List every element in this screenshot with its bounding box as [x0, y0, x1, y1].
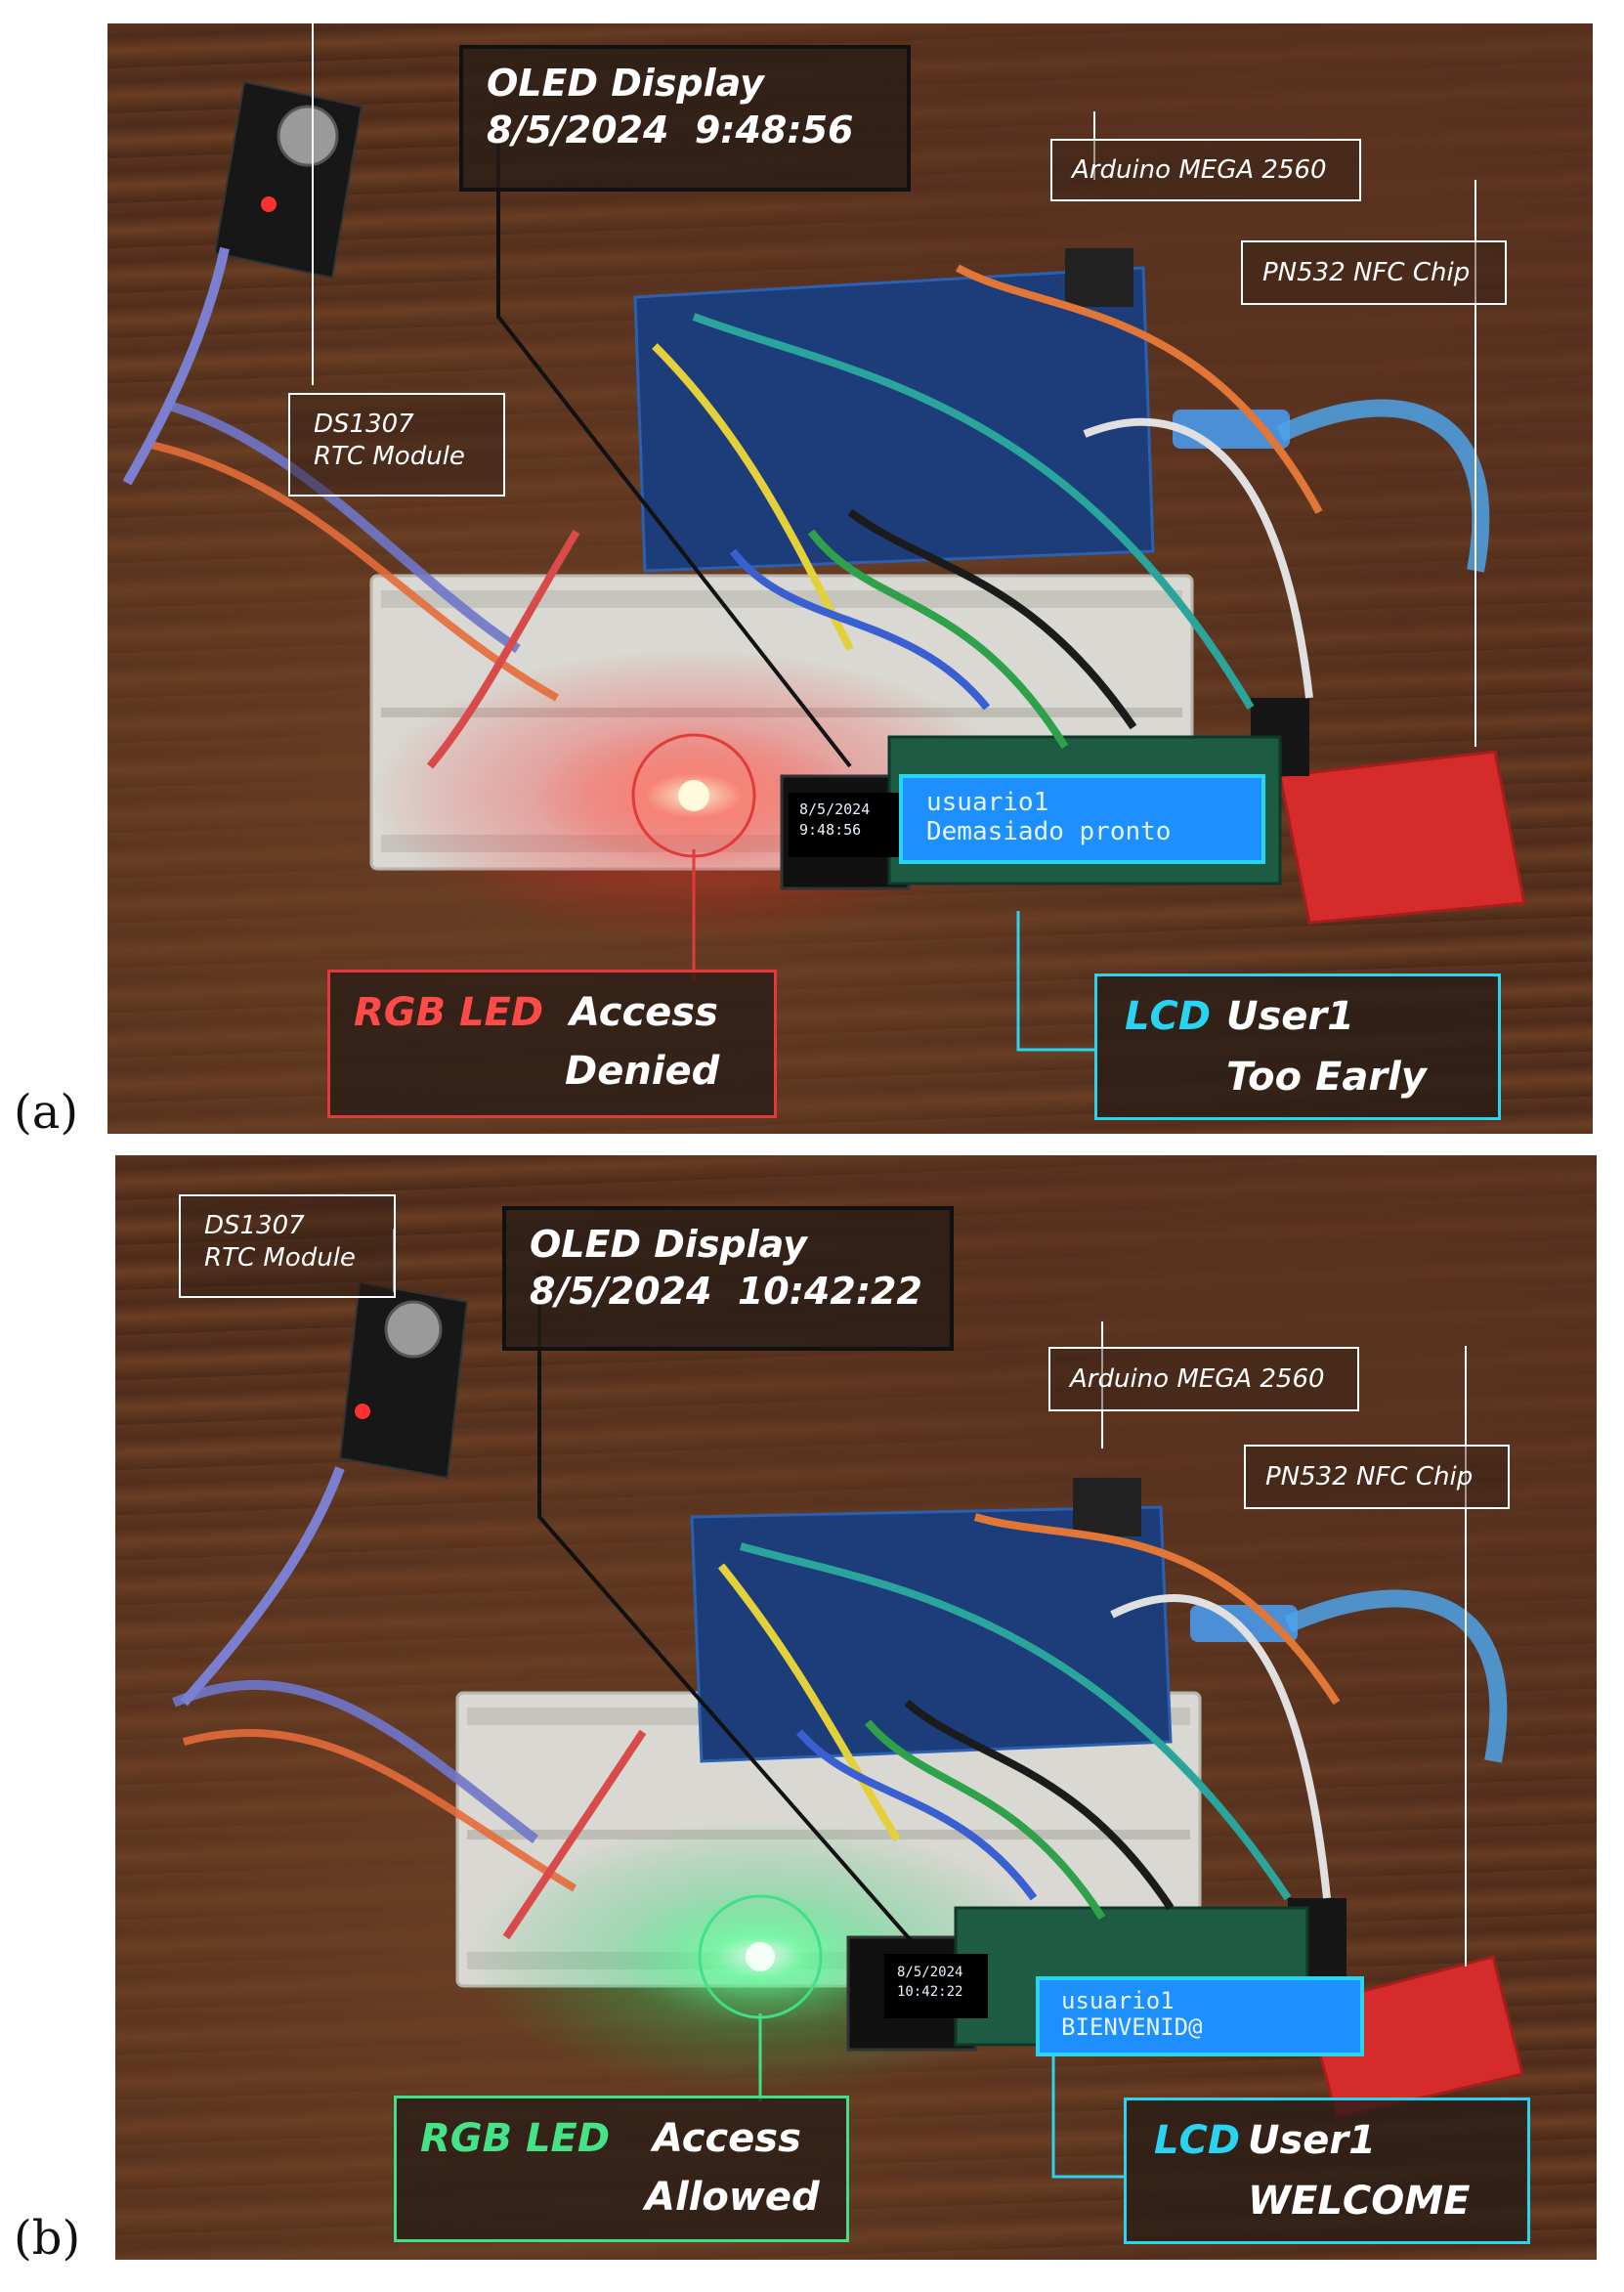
rgb-led-callout-label: RGB LED	[420, 2116, 611, 2161]
rtc-callout-line-1: DS1307	[314, 410, 414, 439]
panel-letter-b: (b)	[14, 2211, 81, 2266]
oled-line-2: 9:48:56	[799, 821, 862, 839]
lcd-line-1: usuario1	[1061, 1987, 1175, 2014]
circuit-scene-b	[172, 1229, 1524, 2179]
photo-panel-b: 8/5/2024 10:42:22 usuario1 BIENVENID@ DS…	[115, 1155, 1597, 2260]
lcd-callout-status-2: Too Early	[1226, 1055, 1427, 1100]
rtc-callout-line-2: RTC Module	[204, 1242, 356, 1273]
arduino-callout: Arduino MEGA 2560	[1048, 1347, 1359, 1411]
rtc-callout: DS1307 RTC Module	[179, 1194, 396, 1298]
pn532-callout-label: PN532 NFC Chip	[1262, 258, 1471, 287]
lcd-callout-status-1: User1	[1226, 994, 1354, 1039]
lcd-line-2: BIENVENID@	[1061, 2013, 1203, 2041]
rtc-callout-line-1: DS1307	[204, 1211, 305, 1240]
led-highlight-circle	[698, 1894, 823, 2019]
rgb-led	[746, 1942, 775, 1971]
lcd-callout: LCD User1 WELCOME	[1124, 2097, 1530, 2244]
oled-callout-value: 8/5/2024 9:48:56	[487, 108, 854, 151]
lcd-line-1: usuario1	[926, 788, 1049, 817]
lcd-callout-label: LCD	[1154, 2118, 1241, 2163]
arduino-mega-board	[633, 266, 1155, 573]
arduino-callout-label: Arduino MEGA 2560	[1072, 155, 1327, 185]
rgb-led-callout-status-1: Access	[653, 2116, 801, 2161]
lcd-callout-label: LCD	[1125, 994, 1212, 1039]
oled-screen: 8/5/2024 10:42:22	[884, 1954, 988, 2018]
rgb-led-callout-status-2: Denied	[565, 1049, 720, 1094]
arduino-callout: Arduino MEGA 2560	[1050, 139, 1361, 201]
pn532-callout: PN532 NFC Chip	[1244, 1445, 1510, 1509]
lcd-callout: LCD User1 Too Early	[1094, 973, 1501, 1120]
oled-display-callout: OLED Display 8/5/2024 10:42:22	[502, 1206, 954, 1351]
rgb-led-callout-status-2: Allowed	[645, 2175, 820, 2220]
photo-panel-a: 8/5/2024 9:48:56 usuario1 Demasiado pron…	[107, 23, 1593, 1134]
lcd-screen: usuario1 Demasiado pronto	[899, 774, 1265, 864]
oled-line-1: 8/5/2024	[897, 1965, 963, 1980]
oled-callout-title: OLED Display	[530, 1223, 807, 1266]
rgb-led	[678, 780, 709, 811]
rgb-led-callout: RGB LED Access Allowed	[394, 2096, 849, 2242]
lcd-screen: usuario1 BIENVENID@	[1036, 1976, 1364, 2056]
arduino-callout-label: Arduino MEGA 2560	[1070, 1364, 1325, 1394]
lcd-line-2: Demasiado pronto	[926, 817, 1172, 846]
oled-callout-title: OLED Display	[487, 62, 764, 105]
usb-plug	[1190, 1605, 1298, 1642]
pn532-callout: PN532 NFC Chip	[1241, 240, 1507, 305]
rgb-led-callout: RGB LED Access Denied	[327, 970, 777, 1118]
lcd-callout-status-2: WELCOME	[1248, 2179, 1471, 2224]
oled-display-callout: OLED Display 8/5/2024 9:48:56	[459, 45, 911, 192]
lcd-callout-status-1: User1	[1248, 2118, 1376, 2163]
rgb-led-callout-label: RGB LED	[354, 990, 544, 1035]
oled-screen: 8/5/2024 9:48:56	[789, 793, 902, 857]
pn532-callout-label: PN532 NFC Chip	[1265, 1462, 1474, 1492]
pn532-board	[1278, 750, 1526, 925]
rgb-led-callout-status-1: Access	[570, 990, 718, 1035]
rtc-module-board	[213, 80, 363, 280]
oled-callout-value: 8/5/2024 10:42:22	[530, 1269, 922, 1313]
oled-line-2: 10:42:22	[897, 1984, 963, 2000]
rtc-callout-line-2: RTC Module	[314, 441, 465, 471]
circuit-scene-a	[122, 23, 1526, 1052]
led-highlight-circle	[631, 733, 756, 858]
panel-letter-a: (a)	[14, 1085, 79, 1140]
oled-line-1: 8/5/2024	[799, 800, 871, 818]
rtc-callout: DS1307 RTC Module	[288, 393, 505, 497]
